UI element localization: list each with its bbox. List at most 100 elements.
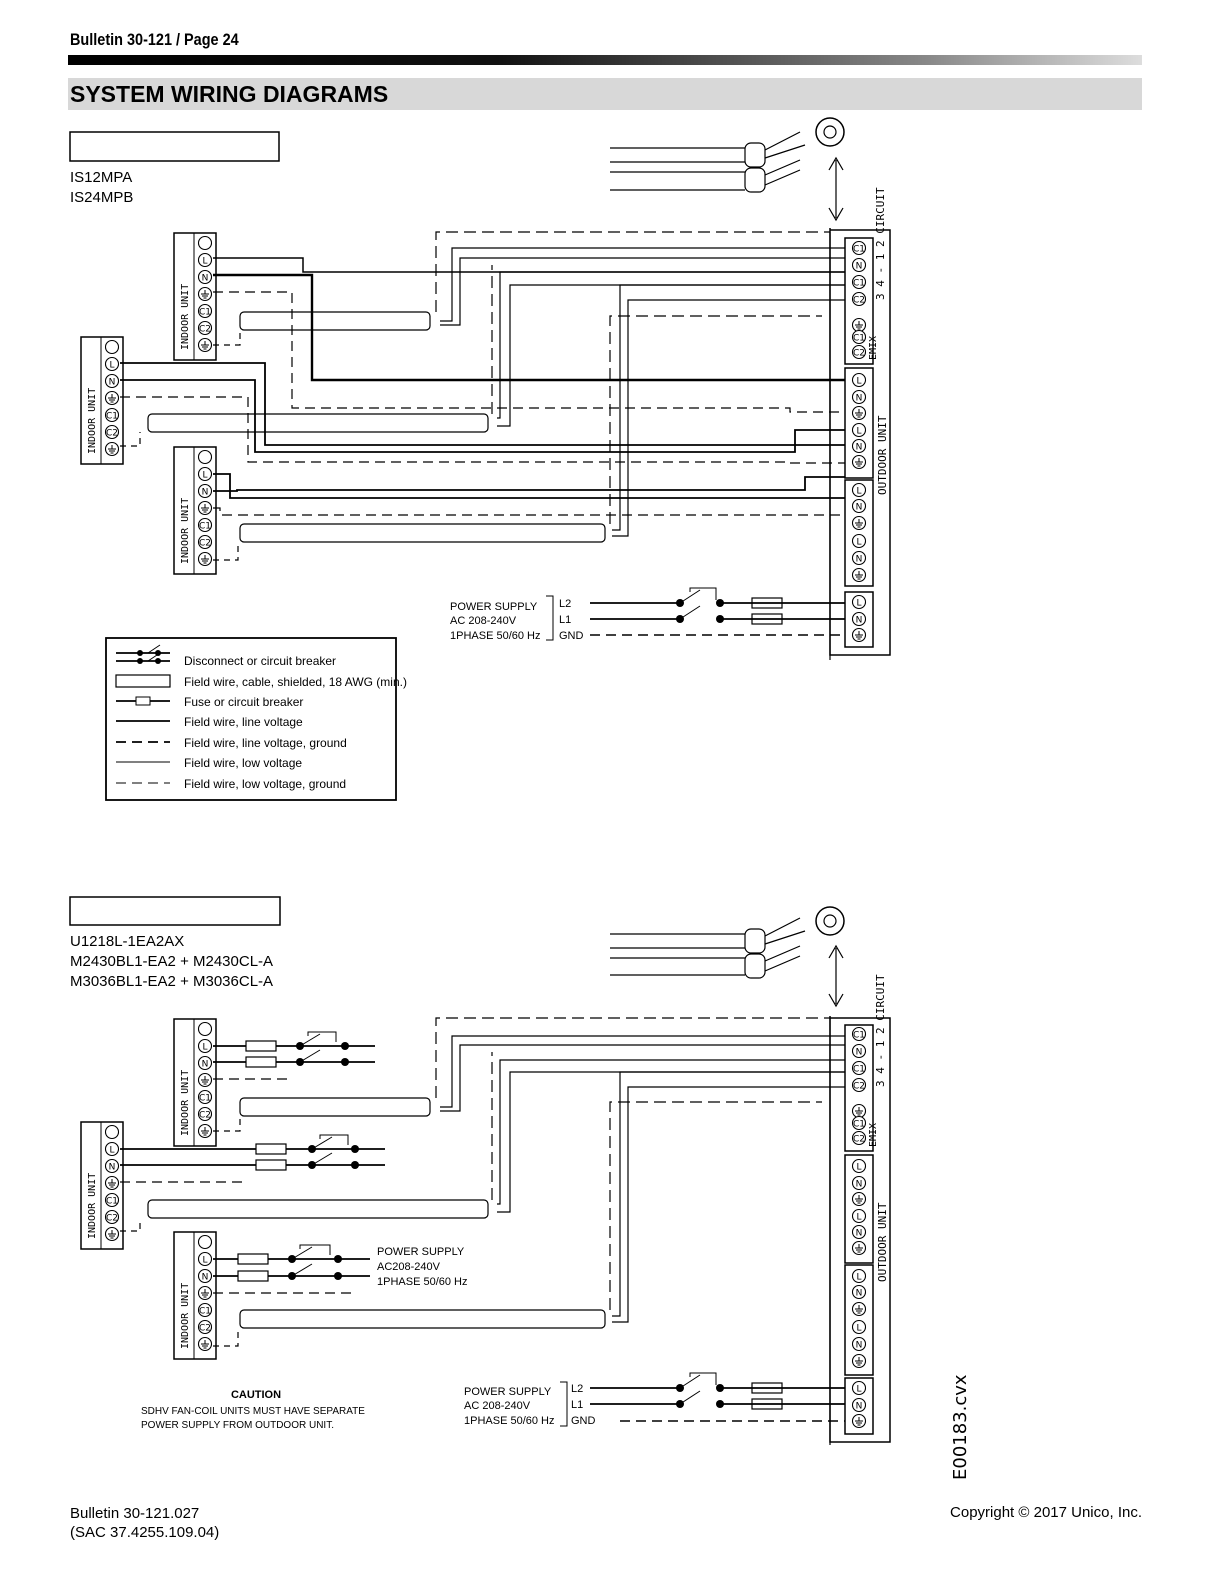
outdoor-terminal: [851, 454, 867, 470]
svg-text:L: L: [109, 1146, 114, 1156]
svg-text:L: L: [856, 599, 861, 609]
svg-text:L: L: [202, 1043, 207, 1053]
outdoor-unit-label-2: OUTDOOR UNIT: [876, 1202, 889, 1282]
caution-line-1: SDHV FAN-COIL UNITS MUST HAVE SEPARATE: [141, 1406, 365, 1417]
legend-item-4: Field wire, line voltage: [184, 715, 303, 729]
svg-text:N: N: [856, 1229, 863, 1239]
outdoor-terminal: N: [851, 438, 867, 454]
indoor-terminal: N: [197, 269, 213, 285]
svg-text:L: L: [856, 377, 861, 387]
indoor-terminal: N: [197, 483, 213, 499]
svg-text:C1: C1: [199, 522, 211, 532]
indoor-terminal: C1: [104, 407, 120, 423]
svg-text:N: N: [856, 262, 863, 272]
svg-text:L: L: [856, 538, 861, 548]
power-supply-2-line-2: AC 208-240V: [464, 1400, 531, 1412]
power-supply-2-line-1: POWER SUPPLY: [464, 1386, 552, 1398]
diagram-2-model-1: U1218L-1EA2AX: [70, 933, 184, 950]
power-supply-1-line-1: POWER SUPPLY: [450, 601, 538, 613]
svg-text:C1: C1: [853, 1031, 865, 1041]
outdoor-terminal: C2: [851, 1130, 867, 1146]
svg-text:C2: C2: [853, 1082, 865, 1092]
svg-text:C2: C2: [199, 325, 211, 335]
branch-power-supply-line-3: 1PHASE 50/60 Hz: [377, 1276, 468, 1288]
indoor-terminal: C1: [197, 1089, 213, 1105]
legend-item-7: Field wire, low voltage, ground: [184, 777, 346, 791]
circuit-label-1: 3 4 - 1 2 CIRCUIT: [874, 187, 887, 300]
svg-text:N: N: [856, 1048, 863, 1058]
outdoor-terminal: [851, 515, 867, 531]
outdoor-terminal: [851, 1413, 867, 1429]
indoor-terminal: C1: [104, 1192, 120, 1208]
indoor-unit-label: INDOOR UNIT: [87, 1173, 98, 1239]
supply-2-l2: L2: [571, 1383, 583, 1395]
header-rule: [68, 55, 1142, 65]
svg-text:C2: C2: [853, 296, 865, 306]
emix-label-2: EMIX: [868, 1123, 879, 1147]
indoor-terminal: [197, 1072, 213, 1088]
svg-text:L: L: [856, 1213, 861, 1223]
svg-text:L: L: [202, 1256, 207, 1266]
legend-item-1: Disconnect or circuit breaker: [184, 654, 336, 668]
indoor-terminal: [197, 1123, 213, 1139]
indoor-terminal: [197, 235, 213, 251]
svg-text:N: N: [856, 1180, 863, 1190]
diagram-1-model-1: IS12MPA: [70, 169, 132, 186]
wiring-diagram-1: [120, 231, 845, 660]
indoor-terminal: [104, 1226, 120, 1242]
indoor-terminal: [104, 441, 120, 457]
outdoor-terminal: L: [851, 482, 867, 498]
power-supply-1-line-2: AC 208-240V: [450, 615, 517, 627]
power-supply-1-line-3: 1PHASE 50/60 Hz: [450, 630, 541, 642]
indoor-unit-label: INDOOR UNIT: [180, 498, 191, 564]
section-title: SYSTEM WIRING DIAGRAMS: [70, 81, 389, 107]
indoor-terminal: [197, 1021, 213, 1037]
indoor-terminal: [197, 286, 213, 302]
indoor-terminal: C1: [197, 303, 213, 319]
supply-1-l1: L1: [559, 614, 571, 626]
svg-text:N: N: [856, 1341, 863, 1351]
section-banner: SYSTEM WIRING DIAGRAMS: [68, 78, 1142, 110]
indoor-unit-label: INDOOR UNIT: [180, 284, 191, 350]
svg-text:C1: C1: [853, 1065, 865, 1075]
svg-text:C1: C1: [199, 1094, 211, 1104]
outdoor-terminal: L: [851, 1319, 867, 1335]
indoor-terminal: C2: [104, 1209, 120, 1225]
svg-text:N: N: [109, 378, 116, 388]
indoor-terminal: L: [104, 356, 120, 372]
indoor-terminal: [197, 1285, 213, 1301]
indoor-terminal: C2: [197, 1319, 213, 1335]
outdoor-unit-label-1: OUTDOOR UNIT: [876, 415, 889, 495]
outdoor-terminal: N: [851, 1175, 867, 1191]
indoor-terminal: [104, 1124, 120, 1140]
indoor-terminal: L: [197, 1251, 213, 1267]
indoor-terminal: C1: [197, 517, 213, 533]
svg-text:L: L: [202, 471, 207, 481]
svg-text:C1: C1: [853, 1120, 865, 1130]
diagram-1: [69, 131, 280, 162]
svg-text:C2: C2: [199, 539, 211, 549]
svg-text:N: N: [856, 1289, 863, 1299]
svg-text:C2: C2: [106, 429, 118, 439]
outdoor-terminal: [851, 1301, 867, 1317]
indoor-terminal: [197, 337, 213, 353]
svg-text:L: L: [856, 427, 861, 437]
power-supply-2-line-3: 1PHASE 50/60 Hz: [464, 1415, 555, 1427]
footer-copyright: Copyright © 2017 Unico, Inc.: [950, 1504, 1142, 1521]
circuit-label-2: 3 4 - 1 2 CIRCUIT: [874, 974, 887, 1087]
diagram-1-title-box: [69, 131, 280, 162]
outdoor-terminal: L: [851, 1380, 867, 1396]
indoor-terminal: [197, 1234, 213, 1250]
outdoor-terminal: L: [851, 594, 867, 610]
caution-title: CAUTION: [231, 1389, 281, 1401]
outdoor-terminal: C1: [851, 1026, 867, 1042]
outdoor-terminal: L: [851, 422, 867, 438]
indoor-terminal: L: [104, 1141, 120, 1157]
outdoor-terminal: C1: [851, 1060, 867, 1076]
svg-text:L: L: [109, 361, 114, 371]
